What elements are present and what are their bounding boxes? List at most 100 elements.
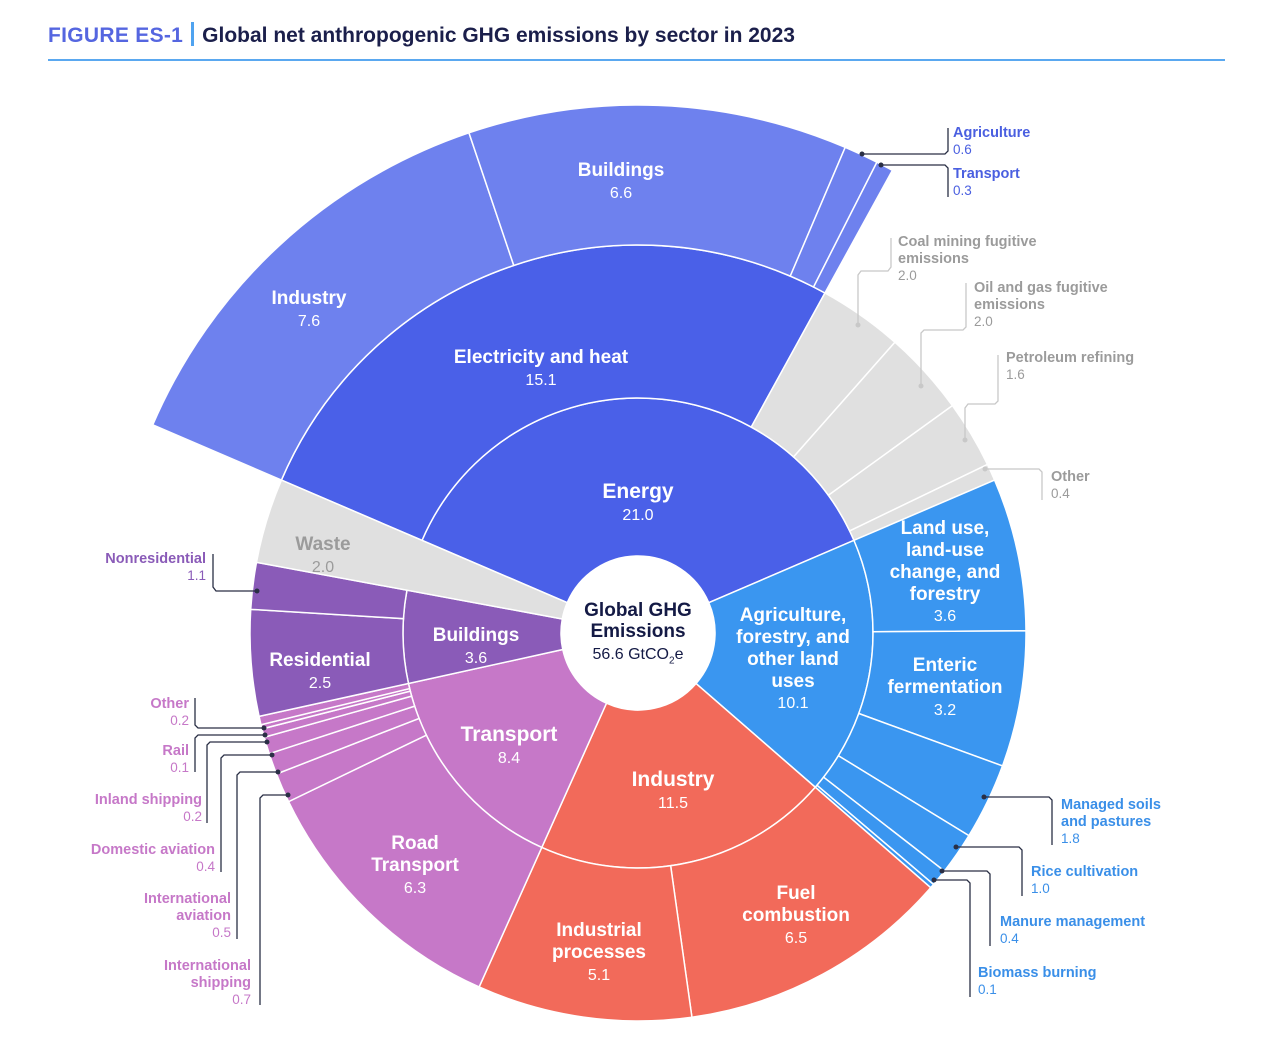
label-value: 7.6 <box>297 312 321 330</box>
leader-line <box>881 164 949 197</box>
center-label: Global GHG Emissions 56.6 GtCO2e <box>563 600 713 666</box>
label-value: 1.6 <box>1006 367 1025 383</box>
leader-dot <box>262 732 268 738</box>
label-value: 2.0 <box>974 314 993 330</box>
label-value: 21.0 <box>622 507 654 525</box>
label-value: 2.0 <box>311 558 335 576</box>
label-value: 8.4 <box>497 750 521 768</box>
label-value: 0.4 <box>1051 486 1070 502</box>
label-name: Industry <box>271 288 347 309</box>
label-value: 5.1 <box>587 966 611 984</box>
label-name: Land use, land-use change, and forestry <box>889 518 1001 605</box>
label-value: 2.5 <box>308 674 332 692</box>
label-name: Rice cultivation <box>1031 864 1139 880</box>
center-title: Global GHG Emissions <box>584 600 692 643</box>
center-circle <box>561 556 715 710</box>
leader-dot <box>962 437 968 443</box>
label-afolu: Agriculture, forestry, and other land us… <box>728 605 858 714</box>
label-name: Buildings <box>577 160 665 181</box>
center-total-value: 56.6 <box>592 645 624 663</box>
label-name: Road Transport <box>371 833 459 876</box>
leader-dot <box>261 725 267 731</box>
label-name: Fuel combustion <box>742 883 850 926</box>
label-electricity-and-heat: Electricity and heat 15.1 <box>421 347 661 390</box>
label-name: Managed soils and pastures <box>1061 797 1161 831</box>
center-unit: GtCO <box>628 645 669 663</box>
leader-dot <box>269 752 275 758</box>
leader-line <box>985 468 1043 500</box>
label-value: 0.5 <box>212 925 231 941</box>
label-value: 0.2 <box>170 713 189 729</box>
label-value: 0.2 <box>183 809 202 825</box>
label-name: Inland shipping <box>94 792 202 808</box>
leader-dot <box>285 792 291 798</box>
label-name: Industrial processes <box>551 920 646 963</box>
label-name: Industry <box>631 768 715 791</box>
leader-dot <box>918 383 924 389</box>
leader-line <box>212 554 257 592</box>
label-transport: Transport 8.4 <box>461 723 558 769</box>
leader-line <box>956 846 1023 896</box>
label-name: Other <box>1051 469 1090 485</box>
label-value: 1.0 <box>1031 881 1050 897</box>
leader-line <box>236 771 278 939</box>
label-value: 1.8 <box>1061 831 1080 847</box>
leader-line <box>206 741 267 823</box>
center-total: 56.6 GtCO2e <box>563 646 713 666</box>
leader-line <box>862 128 949 155</box>
label-name: Enteric fermentation <box>887 655 1003 698</box>
label-value: 2.0 <box>898 268 917 284</box>
label-name: Waste <box>295 534 351 555</box>
label-value: 1.1 <box>187 568 206 584</box>
label-waste: Waste 2.0 <box>295 534 350 577</box>
label-name: Electricity and heat <box>453 347 629 368</box>
header-rule <box>48 59 1225 61</box>
label-name: Transport <box>953 166 1020 182</box>
label-name: Other <box>150 696 189 712</box>
leader-dot <box>275 769 281 775</box>
leader-line <box>942 870 991 946</box>
label-value: 3.6 <box>933 608 957 626</box>
label-name: Agriculture <box>953 125 1031 141</box>
label-name: Domestic aviation <box>90 842 215 858</box>
label-name: Manure management <box>1000 914 1146 930</box>
label-name: Biomass burning <box>978 965 1097 981</box>
label-value: 10.1 <box>777 695 809 713</box>
label-name: Nonresidential <box>105 551 206 567</box>
label-name: Petroleum refining <box>1006 350 1135 366</box>
label-value: 0.3 <box>953 183 972 199</box>
label-name: International shipping <box>163 958 251 992</box>
leader-line <box>220 754 272 872</box>
label-name: Coal mining fugitive emissions <box>898 234 1037 268</box>
label-industry: Industry 11.5 <box>632 768 715 814</box>
label-value: 0.7 <box>232 992 251 1008</box>
label-lulucf: Land use, land-use change, and forestry 3… <box>885 518 1005 627</box>
label-name: Residential <box>269 650 371 671</box>
label-name: Transport <box>460 723 558 746</box>
label-value: 0.1 <box>978 982 997 998</box>
label-value: 15.1 <box>525 371 557 389</box>
center-unit-suffix: e <box>674 645 684 663</box>
leader-dot <box>931 877 937 883</box>
center-unit-subscript: 2 <box>669 654 675 666</box>
label-value: 11.5 <box>658 795 688 813</box>
